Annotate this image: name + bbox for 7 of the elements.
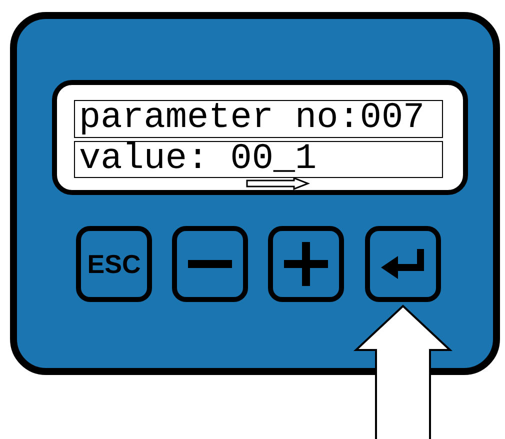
- esc-button: ESC: [76, 226, 152, 302]
- display-screen: [52, 80, 468, 195]
- control-panel: [10, 12, 500, 375]
- arrow: [353, 304, 453, 439]
- minus-button: [172, 226, 248, 302]
- enter-button: [365, 226, 441, 302]
- plus-button: [268, 226, 344, 302]
